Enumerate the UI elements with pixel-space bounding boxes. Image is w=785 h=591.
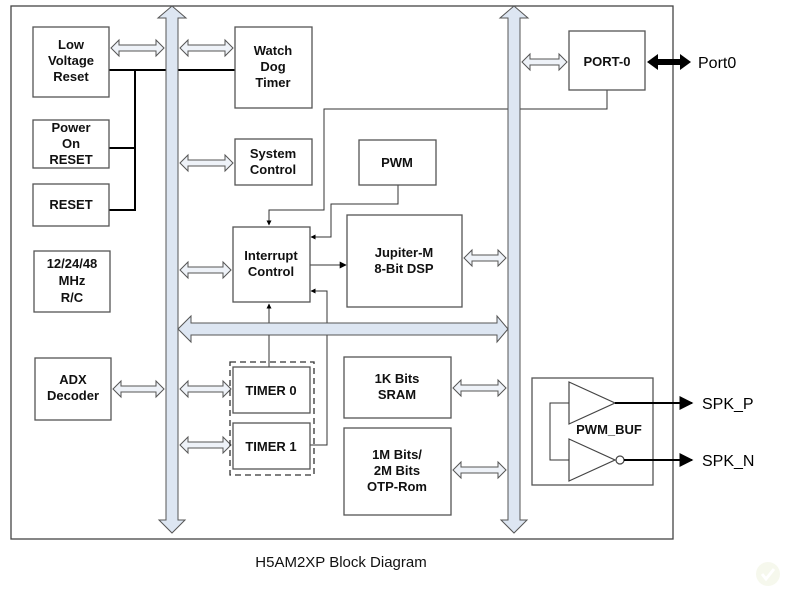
timer1-interrupt-wire <box>310 288 328 446</box>
svg-text:PWM: PWM <box>381 155 413 170</box>
interrupt-bus-connector <box>179 260 232 280</box>
adx-bus-connector <box>112 379 165 399</box>
sysctl-bus-connector <box>179 153 234 173</box>
pwm-buf-label: PWM_BUF <box>576 422 642 437</box>
pwm-buf-block: PWM_BUF <box>531 377 654 486</box>
svg-text:TIMER 1: TIMER 1 <box>245 439 296 454</box>
pwm-block: PWM <box>358 139 437 186</box>
left-vertical-bus <box>156 5 188 534</box>
horizontal-bus <box>177 314 509 344</box>
svg-text:RESET: RESET <box>49 197 92 212</box>
wdt-bus-connector <box>179 38 234 58</box>
port0-bidirectional-arrow <box>647 54 691 70</box>
svg-text:Jupiter-M8-Bit DSP: Jupiter-M8-Bit DSP <box>374 245 434 276</box>
spk-p-label: SPK_P <box>702 396 754 413</box>
diagram-title: H5AM2XP Block Diagram <box>255 554 426 571</box>
spk-n-label: SPK_N <box>702 453 754 470</box>
dsp-bus-connector <box>463 248 507 268</box>
otp-bus-connector <box>452 460 507 480</box>
svg-text:TIMER 0: TIMER 0 <box>245 383 296 398</box>
check-circle-icon <box>756 562 780 586</box>
port0-interrupt-wire <box>266 90 608 226</box>
timer0-block: TIMER 0 <box>232 366 311 414</box>
pwm-interrupt-wire <box>310 185 399 240</box>
sram-bus-connector <box>452 378 507 398</box>
svg-text:PORT-0: PORT-0 <box>584 54 631 69</box>
right-vertical-bus <box>498 5 530 534</box>
timer1-block: TIMER 1 <box>232 422 311 470</box>
timer1-bus-connector <box>179 435 232 455</box>
reset-block: RESET <box>32 183 110 227</box>
port0-bus-connector <box>521 52 568 72</box>
inverter-bubble-icon <box>615 455 625 465</box>
port0-pin-label: Port0 <box>698 55 736 72</box>
port0-block: PORT-0 <box>568 30 646 91</box>
lvr-bus-connector <box>110 38 165 58</box>
timer-group-outline <box>229 361 315 476</box>
bus-connectors <box>110 38 568 480</box>
timer0-bus-connector <box>179 379 232 399</box>
